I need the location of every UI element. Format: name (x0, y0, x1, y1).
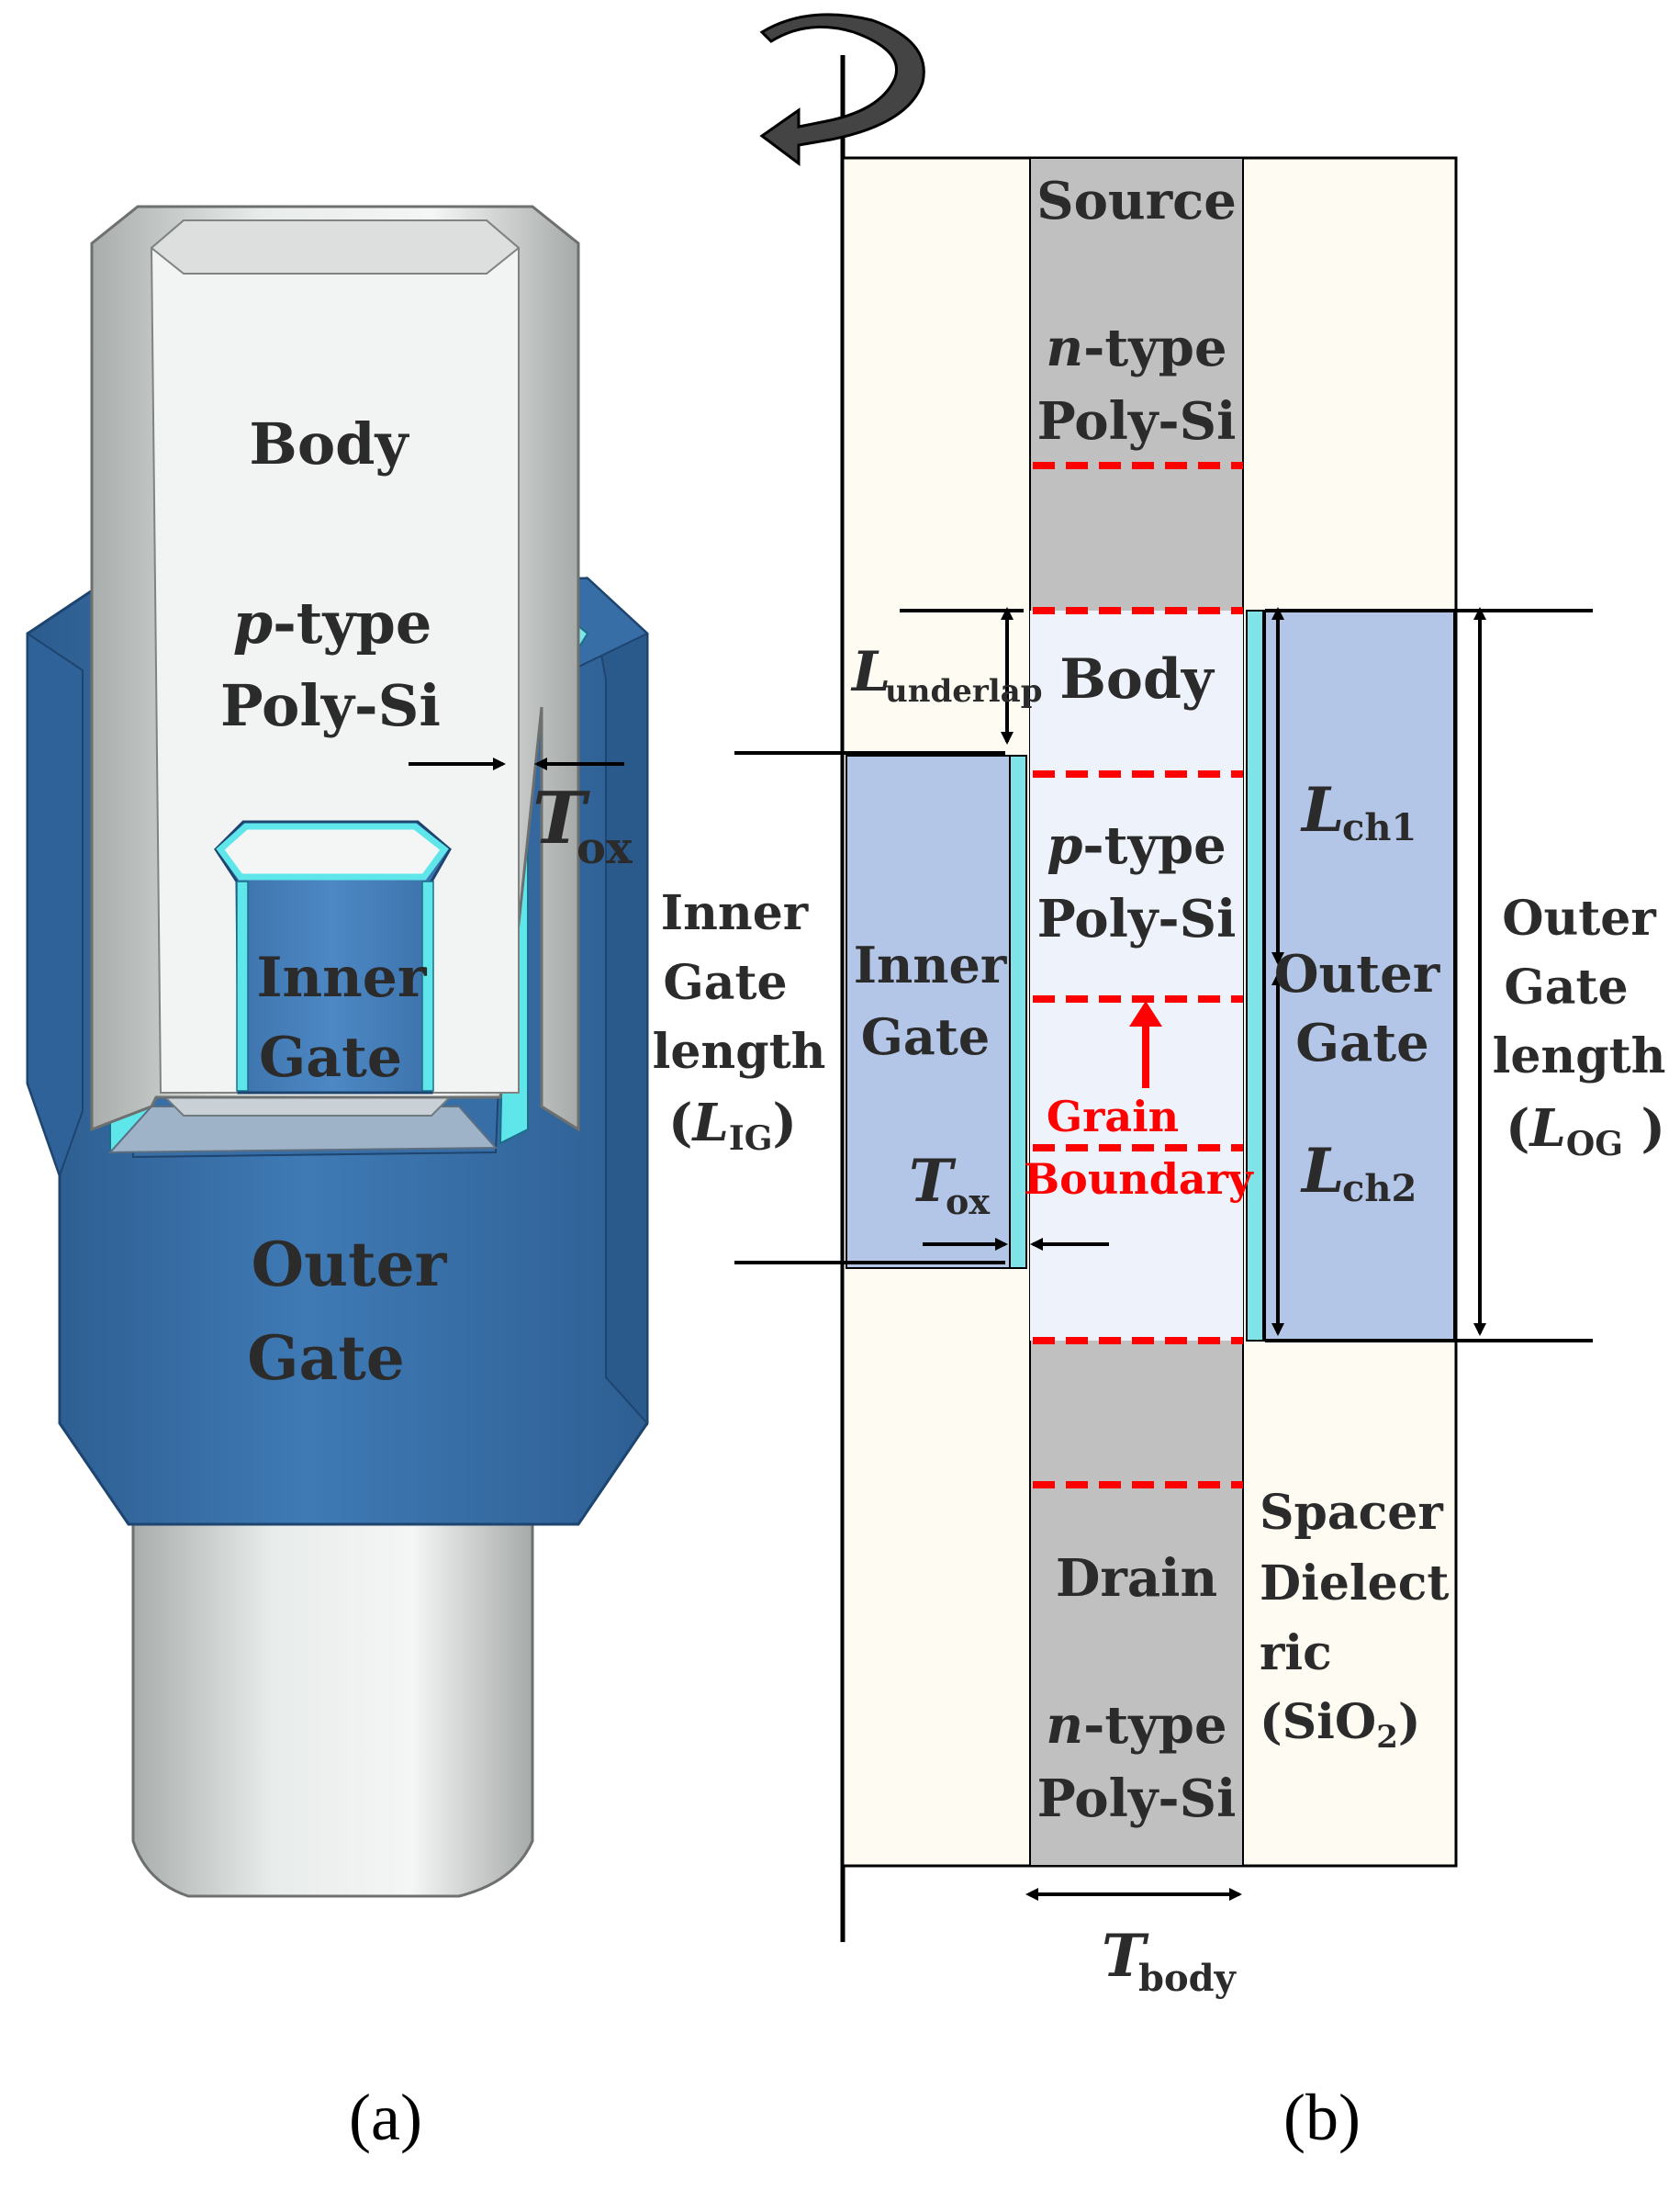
b-ig-open: ( (668, 1093, 693, 1153)
b-ig-sub: IG (729, 1119, 773, 1158)
b-src-ntype-italic: n (1046, 318, 1083, 378)
b-grain-line2: Boundary (1024, 1154, 1254, 1204)
b-ig-len-line2: Gate (663, 955, 787, 1011)
b-src-ntype-rest: -type (1083, 318, 1226, 378)
b-og-len-line2: Gate (1504, 960, 1628, 1016)
b-ig-len-line1: Inner (661, 885, 809, 941)
grain-boundary-lines (1033, 462, 1243, 1488)
b-tbody-sub: body (1138, 1957, 1238, 2000)
b-ptype-polysi: Poly-Si (1037, 889, 1237, 949)
b-lch2-L: L (1300, 1135, 1344, 1207)
b-drain-label: Drain (1056, 1548, 1217, 1609)
body-region (1030, 611, 1243, 1341)
b-spacer-sio: (SiO (1260, 1694, 1376, 1750)
b-outer-gate-line1: Outer (1274, 944, 1441, 1005)
b-og-sub: OG (1566, 1125, 1623, 1163)
inner-gate-oxide (1009, 755, 1027, 1269)
a-tox-T: T (532, 777, 590, 860)
b-lch2-sub: ch2 (1342, 1167, 1417, 1210)
inner-gate-top (216, 823, 449, 881)
grain-arrow-head (1129, 1001, 1162, 1027)
b-og-close: ) (1623, 1098, 1665, 1159)
a-ptype-label: p-type (233, 590, 432, 657)
caption-b: (b) (1283, 2081, 1361, 2154)
rotation-arrow (759, 13, 925, 166)
b-underlap-L: L (850, 640, 890, 704)
b-lch1-L: L (1300, 774, 1344, 846)
a-tox-sub: ox (577, 823, 633, 874)
a-inner-gate-line1: Inner (256, 946, 427, 1010)
b-ig-L: L (691, 1093, 729, 1153)
b-lch1-sub: ch1 (1342, 806, 1417, 849)
panel-a-3d-device (26, 205, 649, 1898)
a-outer-gate-line2: Gate (247, 1322, 405, 1394)
b-ptype-rest: -type (1082, 815, 1226, 876)
b-source-label: Source (1036, 171, 1237, 231)
b-drn-polysi: Poly-Si (1037, 1769, 1237, 1829)
b-spacer-line3: ric (1260, 1625, 1332, 1681)
panel-b-cross-section (734, 13, 1593, 1942)
b-tbody-T: T (1102, 1922, 1149, 1991)
outer-gate-oxide (1246, 610, 1264, 1342)
a-ptype-rest: -type (273, 590, 431, 657)
inner-gate-region (846, 755, 1011, 1269)
a-body-label: Body (249, 410, 409, 477)
b-og-len-line3: length (1493, 1028, 1666, 1084)
a-polysi-label: Poly-Si (220, 672, 441, 739)
caption-a: (a) (349, 2081, 422, 2154)
b-drn-ntype-rest: -type (1083, 1695, 1226, 1756)
b-spacer-line1: Spacer (1260, 1485, 1443, 1541)
b-og-open: ( (1506, 1098, 1530, 1159)
b-og-L: L (1529, 1098, 1566, 1159)
b-outer-gate-line2: Gate (1295, 1013, 1429, 1073)
b-underlap-sub: underlap (885, 673, 1042, 710)
drain-cylinder (131, 1522, 534, 1898)
b-body-label: Body (1059, 647, 1215, 712)
b-drn-ntype-italic: n (1046, 1695, 1083, 1756)
b-spacer-sub2: 2 (1376, 1719, 1398, 1756)
b-spacer-line2: Dielect (1260, 1555, 1449, 1611)
b-spacer-line4: (SiO2) (1260, 1694, 1421, 1756)
inner-gate-oxide (236, 881, 434, 1092)
b-og-len-paren: (LOG ) (1506, 1098, 1665, 1163)
b-spacer-close: ) (1398, 1694, 1421, 1750)
b-ig-close: ) (772, 1093, 797, 1153)
b-ig-len-paren: (LIG) (668, 1093, 797, 1158)
bore-rim (150, 219, 521, 275)
a-outer-gate-line1: Outer (252, 1229, 448, 1300)
b-inner-gate-line2: Gate (861, 1007, 990, 1066)
b-inner-gate-line1: Inner (854, 936, 1007, 994)
b-tox-T: T (909, 1147, 957, 1216)
outer-gate-region (1264, 610, 1455, 1342)
a-inner-gate-line2: Gate (259, 1026, 402, 1090)
b-src-polysi: Poly-Si (1037, 391, 1237, 452)
b-ptype-italic: p (1047, 815, 1082, 876)
b-tox-sub: ox (946, 1181, 990, 1222)
b-grain-line1: Grain (1047, 1092, 1179, 1141)
b-drn-ntype: n-type (1046, 1695, 1226, 1756)
b-ptype: p-type (1047, 815, 1226, 876)
b-src-ntype: n-type (1046, 318, 1226, 378)
b-og-len-line1: Outer (1502, 891, 1656, 947)
outer-gate-facet-left (27, 632, 84, 1178)
a-ptype-italic: p (233, 590, 273, 657)
b-ig-len-line3: length (653, 1024, 826, 1080)
cut-floor (107, 1106, 498, 1154)
